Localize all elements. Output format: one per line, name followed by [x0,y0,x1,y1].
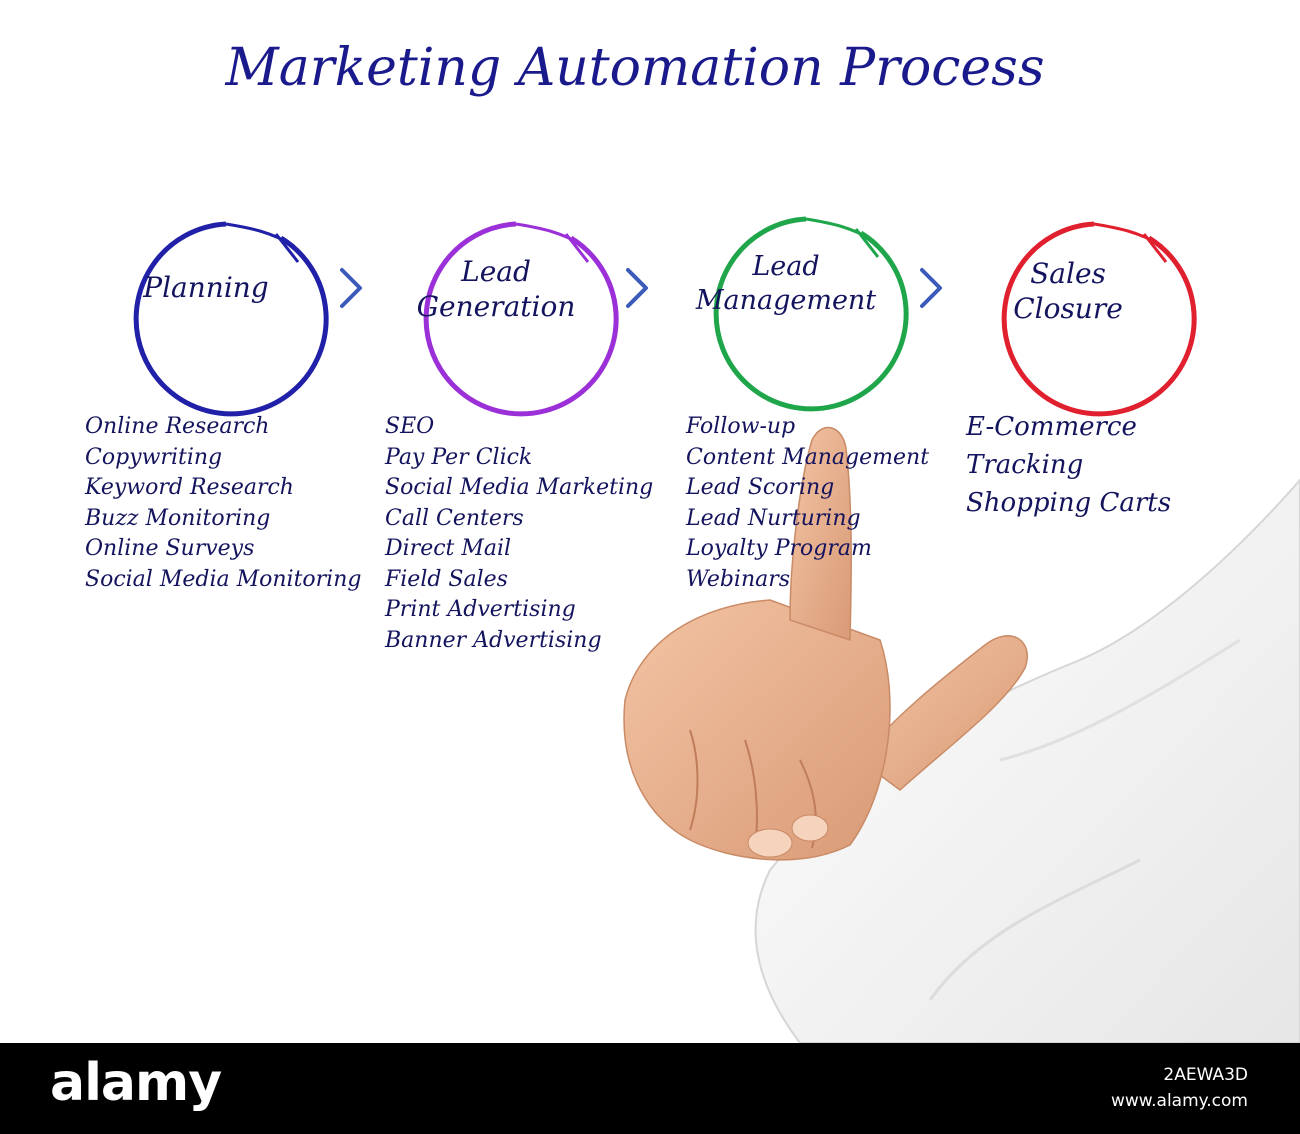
list-item: Social Media Marketing [385,475,654,500]
list-item: Shopping Carts [966,488,1172,518]
list-item: Loyalty Program [686,536,872,561]
list-item: Lead Scoring [686,475,835,500]
pointing-hand-image [623,426,1300,1043]
list-item: Social Media Monitoring [85,566,362,592]
list-item: Follow-up [686,414,796,439]
list-item: Lead Nurturing [686,505,861,531]
stage-circle-lead-management [713,216,909,412]
stage-circle-lead-generation [423,221,619,417]
list-item: Online Surveys [85,536,255,561]
list-item: Webinars [686,566,791,592]
chevron-right-icon [626,268,648,308]
list-item: E-Commerce [966,412,1137,442]
sales-closure-items-list: E-Commerce Tracking Shopping Carts [966,408,1171,522]
list-item: Keyword Research [85,475,294,500]
diagram-title: Marketing Automation Process [225,38,1045,98]
chevron-right-icon [340,268,362,308]
stage-label-lead-generation: Lead Generation [416,255,576,323]
list-item: SEO [385,414,435,439]
list-item: Tracking [966,450,1084,480]
list-item: Print Advertising [385,597,576,622]
stage-label-sales-closure: Sales Closure [1013,257,1123,325]
list-item: Banner Advertising [385,627,602,653]
stage-circle-sales-closure [1001,221,1197,417]
list-item: Buzz Monitoring [85,505,271,531]
stage-circle-planning [133,221,329,417]
lead-management-items-list: Follow-up Content Management Lead Scorin… [686,412,929,595]
stage-label-lead-management: Lead Management [695,251,877,316]
list-item: Content Management [686,444,930,470]
stage-label-planning: Planning [143,271,269,304]
chevron-right-icon [920,268,942,308]
list-item: Call Centers [385,505,524,531]
list-item: Copywriting [85,444,223,470]
list-item: Online Research [85,414,270,439]
watermark-info: 2AEWA3D www.alamy.com [1111,1062,1248,1114]
list-item: Direct Mail [385,536,512,561]
site-url: www.alamy.com [1110,1091,1248,1111]
image-id: 2AEWA3D [1163,1065,1248,1085]
lead-generation-items-list: SEO Pay Per Click Social Media Marketing… [385,412,653,656]
list-item: Pay Per Click [385,444,533,470]
planning-items-list: Online Research Copywriting Keyword Rese… [85,412,361,595]
watermark-bar [0,1043,1300,1134]
watermark-logo: alamy [50,1053,222,1113]
list-item: Field Sales [385,566,508,592]
